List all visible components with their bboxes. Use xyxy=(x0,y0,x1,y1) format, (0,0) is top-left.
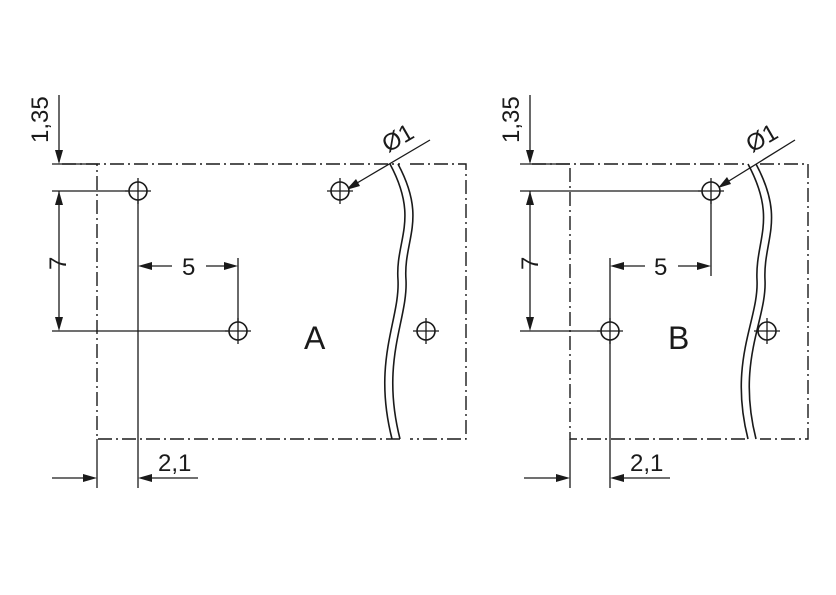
view-b: 1,35 7 5 2,1 Ø1 xyxy=(498,95,809,488)
dim-top-offset-b: 1,35 xyxy=(498,96,525,143)
board-outline-a xyxy=(62,163,467,440)
hole-a-3 xyxy=(225,318,251,344)
dim-pitch-vertical-a: 7 xyxy=(45,257,72,270)
board-outline-b xyxy=(532,163,809,440)
dim-pitch-vertical-b: 7 xyxy=(517,257,544,270)
hole-b-3 xyxy=(754,318,780,344)
dim-pitch-horizontal-a: 5 xyxy=(182,254,195,281)
dim-edge-offset-b: 2,1 xyxy=(630,450,663,477)
dim-pitch-horizontal-b: 5 xyxy=(654,254,667,281)
dim-top-offset-a: 1,35 xyxy=(27,96,54,143)
break-line-a-1 xyxy=(383,163,406,440)
hole-b-1 xyxy=(698,178,724,204)
break-line-b-2 xyxy=(748,163,773,440)
view-a: 1,35 7 5 2,1 Ø1 xyxy=(27,95,467,488)
dim-hole-diameter-a: Ø1 xyxy=(378,119,419,158)
break-line-b-1 xyxy=(740,163,765,440)
hole-b-2 xyxy=(597,318,623,344)
break-line-a-2 xyxy=(391,163,414,440)
view-label-a: A xyxy=(304,320,326,356)
dim-hole-diameter-b: Ø1 xyxy=(742,119,783,158)
dim-edge-offset-a: 2,1 xyxy=(158,450,191,477)
hole-a-2 xyxy=(327,178,353,204)
hole-a-1 xyxy=(125,178,151,204)
hole-a-4 xyxy=(413,318,439,344)
view-label-b: B xyxy=(668,320,689,356)
